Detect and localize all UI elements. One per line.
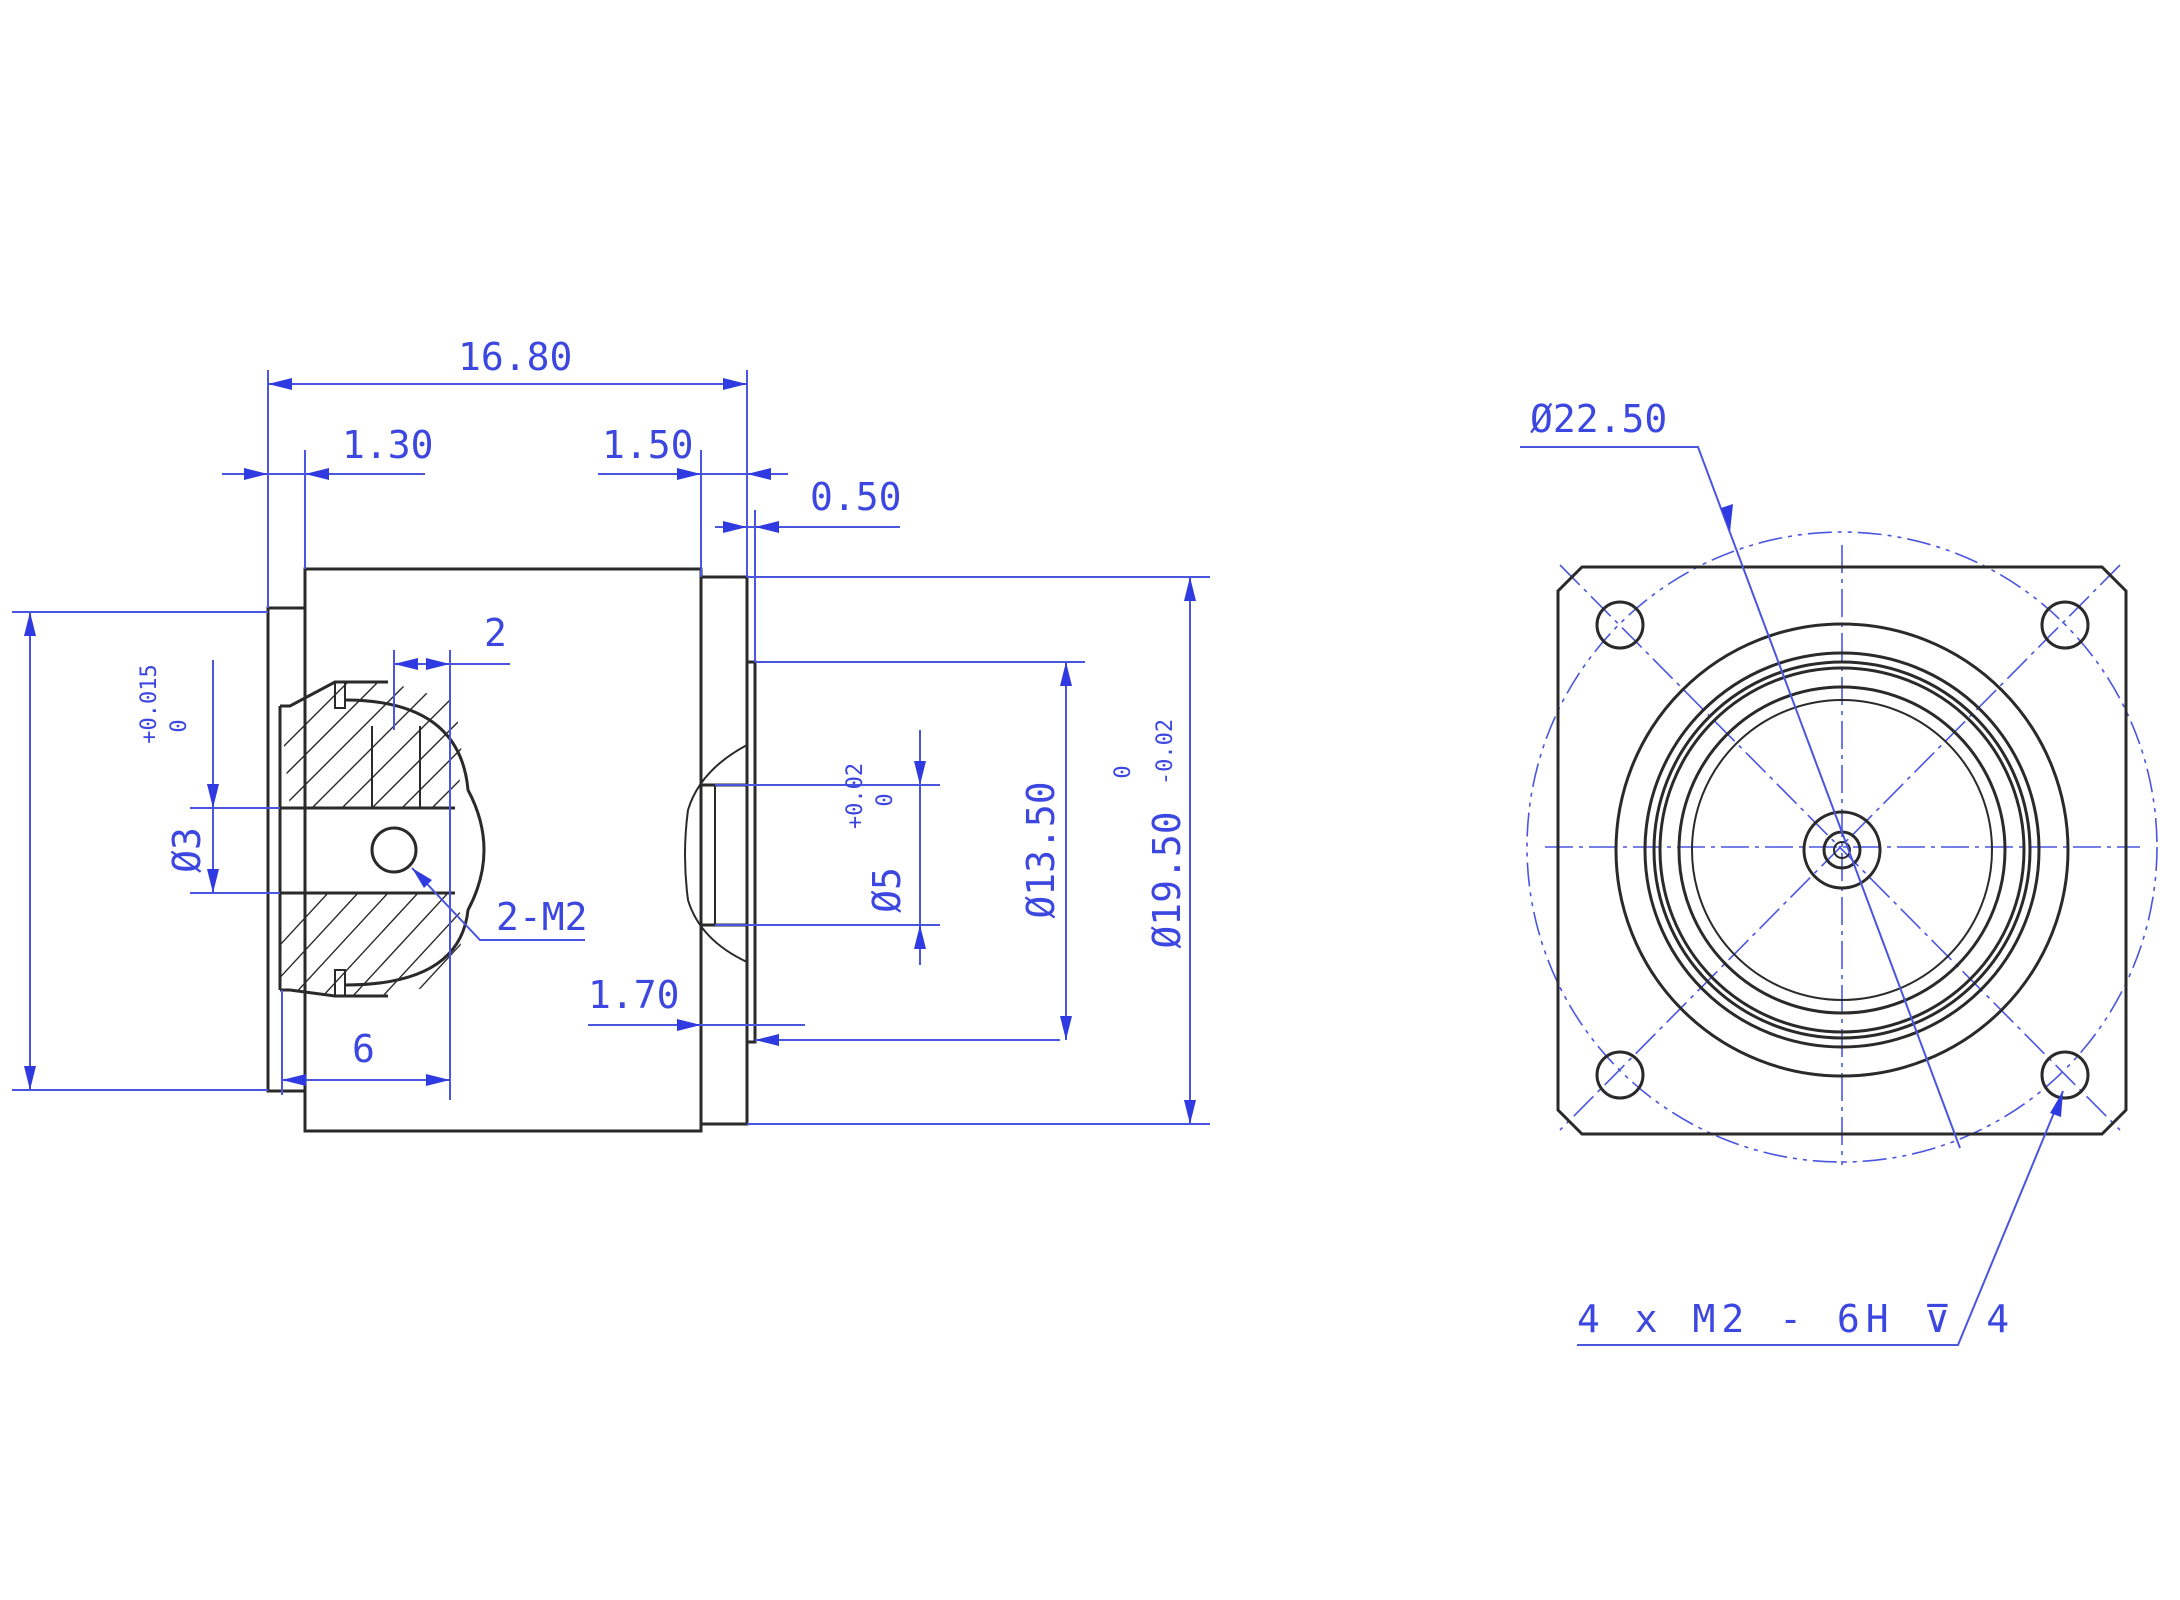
dia-body-tol-upper: 0 bbox=[1111, 765, 1136, 778]
dia-shaft-tol-upper: +0.02 bbox=[843, 763, 868, 829]
dia-shaft-label: Ø5 bbox=[865, 867, 909, 913]
side-view-arrowheads bbox=[24, 378, 1196, 1124]
front-view-outline bbox=[1556, 565, 2128, 1136]
dia-pilot-label: Ø13.50 bbox=[1019, 781, 1063, 918]
dia-bore-label: Ø3 bbox=[165, 827, 209, 873]
dia-shaft-tol-lower: 0 bbox=[873, 793, 898, 806]
dim-pilot-step: 0.50 bbox=[810, 475, 902, 519]
dim-flange-right: 1.50 bbox=[602, 423, 694, 467]
side-view-dimension-texts: 16.80 1.30 1.50 0.50 2 6 1.70 2-M2 Ø3 +0… bbox=[137, 335, 1189, 1071]
front-view-texts: Ø22.50 4 x M2 - 6H ⊽ 4 bbox=[1530, 397, 2015, 1341]
dim-pilot-length: 1.70 bbox=[588, 973, 680, 1017]
bolt-circle-phantom bbox=[1526, 531, 2158, 1163]
front-view-center-lines bbox=[1545, 545, 2140, 1165]
side-view-outline bbox=[266, 567, 757, 1133]
front-view-arrowheads bbox=[1721, 504, 2063, 1117]
dia-bore-tol-upper: +0.015 bbox=[137, 664, 162, 743]
side-view: 16.80 1.30 1.50 0.50 2 6 1.70 2-M2 Ø3 +0… bbox=[12, 335, 1210, 1133]
dia-body-tol-lower: -0.02 bbox=[1153, 719, 1178, 785]
dim-overall-length: 16.80 bbox=[458, 335, 572, 379]
mounting-hole-callout: 4 x M2 - 6H ⊽ 4 bbox=[1577, 1297, 2015, 1341]
dim-flange-left: 1.30 bbox=[342, 423, 434, 467]
section-hatch-upper bbox=[280, 682, 462, 808]
front-view: Ø22.50 4 x M2 - 6H ⊽ 4 bbox=[1520, 397, 2158, 1346]
dim-slot-width: 2 bbox=[484, 611, 507, 655]
dia-bolt-circle: Ø22.50 bbox=[1530, 397, 1667, 441]
dia-body-label: Ø19.50 bbox=[1145, 811, 1189, 948]
dim-slot-depth: 6 bbox=[352, 1027, 375, 1071]
thread-callout-2-m2: 2-M2 bbox=[496, 895, 588, 939]
front-view-leaders bbox=[1520, 446, 2064, 1346]
dia-bore-tol-lower: 0 bbox=[167, 719, 192, 732]
